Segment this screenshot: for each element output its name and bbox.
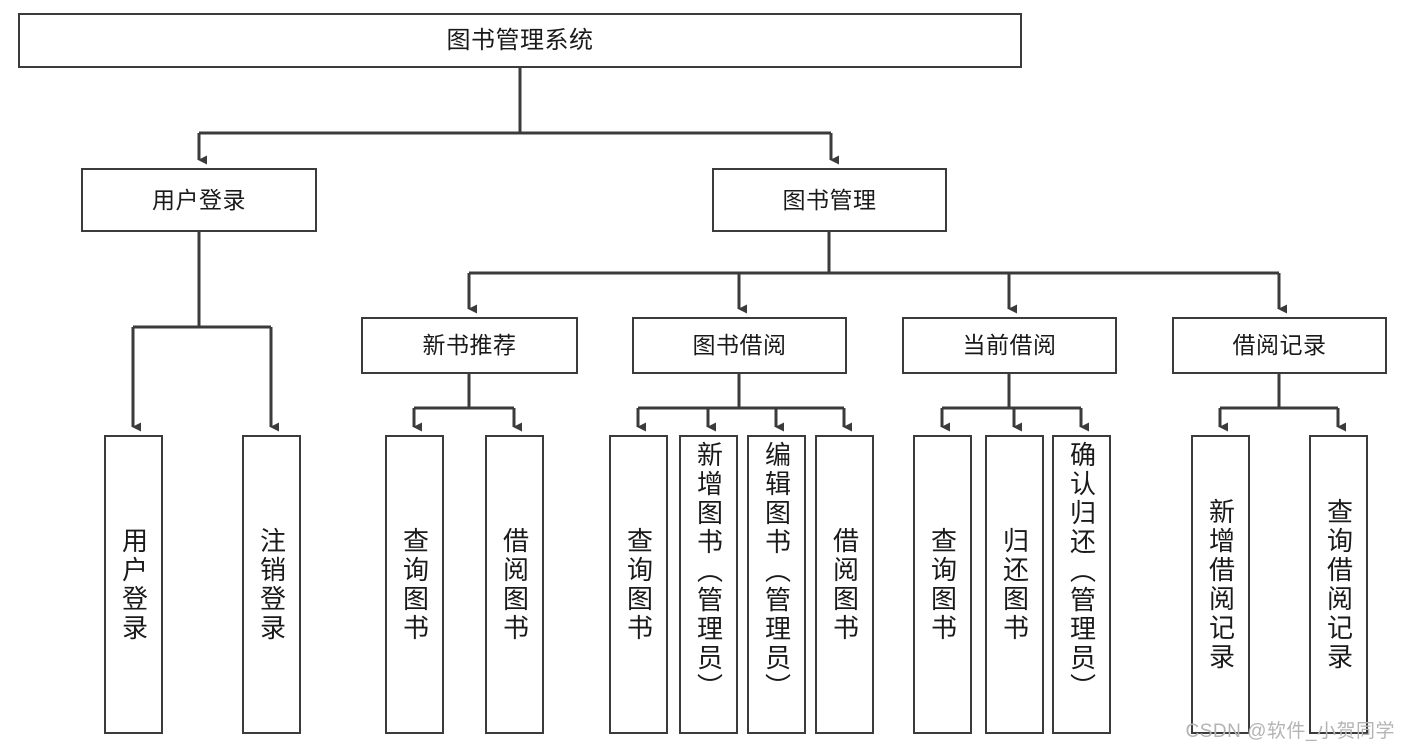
node-leaf-add-book[interactable]: 新增图书（管理员） (679, 435, 738, 734)
node-root[interactable]: 图书管理系统 (18, 13, 1022, 68)
node-leaf-user-login[interactable]: 用户登录 (104, 435, 163, 734)
node-leaf-query-book-rec[interactable]: 查询图书 (385, 435, 444, 734)
node-leaf-user-login-label: 用户登录 (118, 526, 149, 643)
node-leaf-query-book-cur[interactable]: 查询图书 (913, 435, 972, 734)
node-current-borrow[interactable]: 当前借阅 (902, 317, 1117, 374)
node-leaf-borrow-book-rec[interactable]: 借阅图书 (485, 435, 544, 734)
node-leaf-edit-book-label: 编辑图书（管理员） (761, 441, 792, 702)
node-leaf-query-book-cur-label: 查询图书 (927, 526, 958, 643)
node-leaf-confirm-return-label: 确认归还（管理员） (1066, 441, 1097, 702)
node-leaf-logout[interactable]: 注销登录 (242, 435, 301, 734)
node-leaf-logout-label: 注销登录 (256, 526, 287, 643)
node-borrow-record[interactable]: 借阅记录 (1172, 317, 1387, 374)
node-leaf-query-record-label: 查询借阅记录 (1323, 497, 1354, 672)
node-book-manage-label: 图书管理 (782, 186, 877, 213)
node-leaf-borrow-book-rec-label: 借阅图书 (499, 526, 530, 643)
node-leaf-add-record[interactable]: 新增借阅记录 (1191, 435, 1250, 734)
node-new-book-rec[interactable]: 新书推荐 (361, 317, 578, 374)
node-leaf-return-book-label: 归还图书 (999, 526, 1030, 643)
node-book-borrow[interactable]: 图书借阅 (632, 317, 847, 374)
node-leaf-query-book-borrow[interactable]: 查询图书 (609, 435, 668, 734)
node-leaf-query-record[interactable]: 查询借阅记录 (1309, 435, 1368, 734)
node-root-label: 图书管理系统 (446, 26, 594, 54)
node-borrow-record-label: 借阅记录 (1232, 332, 1327, 359)
node-leaf-confirm-return[interactable]: 确认归还（管理员） (1052, 435, 1111, 734)
node-user-login[interactable]: 用户登录 (81, 168, 317, 232)
node-leaf-query-book-borrow-label: 查询图书 (623, 526, 654, 643)
node-leaf-add-record-label: 新增借阅记录 (1205, 497, 1236, 672)
node-leaf-borrow-book-label: 借阅图书 (829, 526, 860, 643)
node-leaf-query-book-rec-label: 查询图书 (399, 526, 430, 643)
node-leaf-edit-book[interactable]: 编辑图书（管理员） (747, 435, 806, 734)
node-leaf-borrow-book[interactable]: 借阅图书 (815, 435, 874, 734)
node-current-borrow-label: 当前借阅 (962, 332, 1057, 359)
node-new-book-rec-label: 新书推荐 (422, 332, 517, 359)
node-leaf-add-book-label: 新增图书（管理员） (693, 441, 724, 702)
node-leaf-return-book[interactable]: 归还图书 (985, 435, 1044, 734)
node-book-borrow-label: 图书借阅 (692, 332, 787, 359)
node-user-login-label: 用户登录 (152, 186, 246, 213)
node-book-manage[interactable]: 图书管理 (712, 168, 947, 232)
